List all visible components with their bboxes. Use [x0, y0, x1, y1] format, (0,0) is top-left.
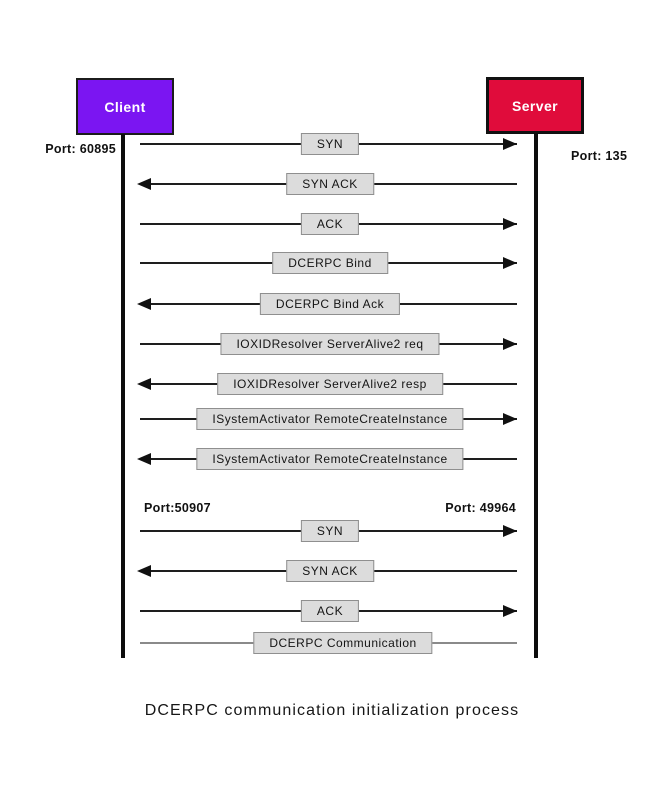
diagram-caption: DCERPC communication initialization proc…: [144, 702, 520, 719]
server-actor-label: Server: [512, 97, 558, 114]
arrowhead-left-icon: [137, 565, 151, 577]
message-label: ISystemActivator RemoteCreateInstance: [196, 408, 464, 430]
arrowhead-right-icon: [503, 218, 517, 230]
client-actor-box: Client: [76, 78, 174, 135]
message-label: DCERPC Communication: [253, 632, 433, 654]
message-label: IOXIDResolver ServerAlive2 req: [220, 333, 440, 355]
message-label: SYN: [300, 520, 360, 542]
message-label: ACK: [300, 600, 360, 622]
arrowhead-left-icon: [137, 298, 151, 310]
message-label: ACK: [300, 213, 360, 235]
message-label: SYN ACK: [286, 560, 374, 582]
message-label: DCERPC Bind Ack: [259, 293, 401, 315]
arrowhead-right-icon: [503, 138, 517, 150]
client-second-port-label: Port:50907: [144, 501, 211, 515]
arrowhead-right-icon: [503, 413, 517, 425]
client-actor-label: Client: [104, 98, 146, 115]
message-label: ISystemActivator RemoteCreateInstance: [196, 448, 464, 470]
message-label: SYN ACK: [286, 173, 374, 195]
arrowhead-right-icon: [503, 605, 517, 617]
message-label: IOXIDResolver ServerAlive2 resp: [217, 373, 443, 395]
message-label: SYN: [300, 133, 360, 155]
arrowhead-right-icon: [503, 257, 517, 269]
message-label: DCERPC Bind: [272, 252, 388, 274]
server-lifeline: [534, 133, 538, 658]
server-initial-port-label: Port: 135: [571, 149, 628, 163]
server-actor-box: Server: [486, 77, 584, 134]
arrowhead-right-icon: [503, 525, 517, 537]
arrowhead-left-icon: [137, 378, 151, 390]
client-initial-port-label: Port: 60895: [45, 142, 116, 156]
arrowhead-left-icon: [137, 453, 151, 465]
arrowhead-left-icon: [137, 178, 151, 190]
arrowhead-right-icon: [503, 338, 517, 350]
server-second-port-label: Port: 49964: [445, 501, 516, 515]
client-lifeline: [121, 134, 125, 658]
